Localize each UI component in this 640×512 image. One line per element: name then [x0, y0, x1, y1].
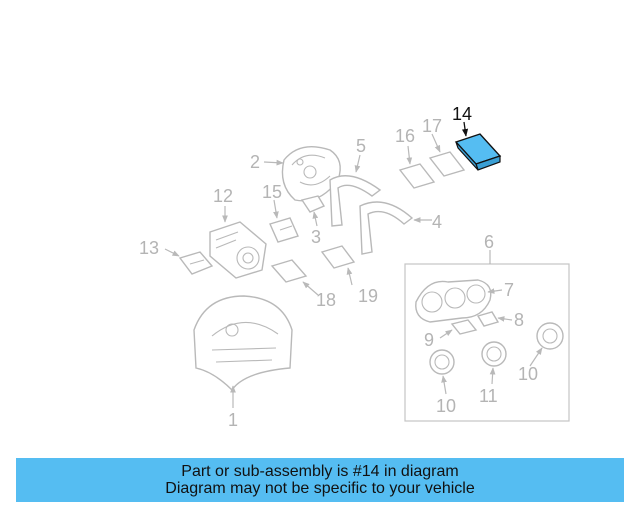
callout-12: 12 — [213, 186, 233, 206]
callout-2: 2 — [250, 152, 260, 172]
callout-18: 18 — [316, 290, 336, 310]
callout-11: 11 — [479, 386, 498, 406]
part-1-cluster — [193, 295, 293, 392]
part-14-highlighted — [454, 133, 502, 171]
part-5-trim — [329, 175, 382, 227]
caption-line-1: Part or sub-assembly is #14 in diagram — [181, 463, 459, 480]
part-19-switch — [320, 245, 356, 269]
callout-14: 14 — [452, 104, 472, 124]
callout-8: 8 — [514, 310, 524, 330]
callout-17: 17 — [422, 116, 442, 136]
callout-7: 7 — [504, 280, 514, 300]
callout-1: 1 — [228, 410, 238, 430]
callout-16: 16 — [395, 126, 415, 146]
part-6-assembly-box — [404, 250, 570, 422]
callout-5: 5 — [356, 136, 366, 156]
caption-line-2: Diagram may not be specific to your vehi… — [165, 480, 475, 497]
part-17-switch — [428, 151, 466, 177]
part-16-switch — [398, 163, 436, 189]
part-3-bracket — [300, 195, 326, 213]
part-15-switch — [269, 217, 299, 243]
part-4-trim — [359, 201, 414, 255]
caption-banner: Part or sub-assembly is #14 in diagram D… — [16, 458, 624, 502]
callout-6: 6 — [484, 232, 494, 252]
part-12-switch — [209, 221, 267, 279]
callout-10-left: 10 — [436, 396, 456, 416]
callout-15: 15 — [262, 182, 282, 202]
callout-9: 9 — [424, 330, 434, 350]
part-18-switch — [270, 259, 308, 283]
callout-10-right: 10 — [518, 364, 538, 384]
part-13-connector — [178, 251, 214, 275]
callout-13: 13 — [139, 238, 159, 258]
callout-4: 4 — [432, 212, 442, 232]
callout-19: 19 — [358, 286, 378, 306]
callout-3: 3 — [311, 227, 321, 247]
